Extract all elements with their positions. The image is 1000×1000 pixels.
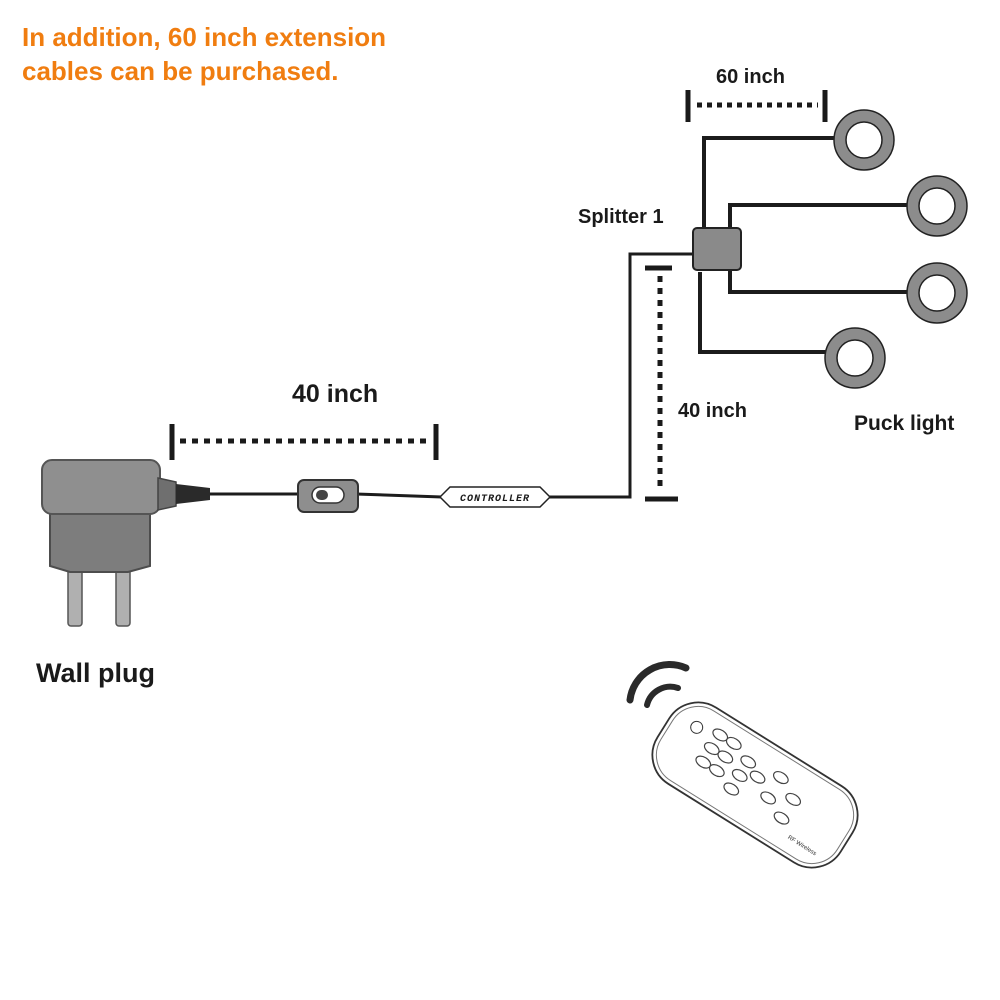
- branch-cable-4: [698, 272, 835, 354]
- label-puck-light: Puck light: [854, 412, 955, 435]
- branch-cable-2: [728, 203, 912, 232]
- extension-note-line-2: cables can be purchased.: [22, 56, 339, 86]
- splitter-box-icon: [692, 227, 742, 271]
- puck-light-icon: [824, 327, 886, 389]
- wall-plug-adapter-icon: [41, 459, 210, 627]
- branch-cable-3: [728, 270, 912, 294]
- controller-module-icon: CONTROLLER: [438, 486, 552, 508]
- puck-light-icon: [833, 109, 895, 171]
- dimension-40-inch-horizontal: [169, 424, 439, 460]
- branch-cables: [698, 136, 912, 354]
- branch-cable-1: [702, 136, 835, 232]
- puck-light-icon: [906, 175, 968, 237]
- extension-note-line-1: In addition, 60 inch extension: [22, 22, 387, 52]
- label-40-inch-horizontal: 40 inch: [292, 380, 379, 408]
- dimension-40-inch-vertical: [645, 265, 678, 502]
- extension-note: In addition, 60 inch extension cables ca…: [22, 20, 386, 88]
- label-40-inch-vertical: 40 inch: [678, 400, 747, 422]
- dimension-60-inch: [685, 90, 828, 122]
- puck-light-icon: [906, 262, 968, 324]
- puck-lights: [824, 109, 968, 389]
- inline-switch-icon: [297, 479, 359, 513]
- main-cable: [210, 252, 694, 499]
- label-splitter: Splitter 1: [578, 206, 664, 228]
- label-60-inch: 60 inch: [716, 66, 785, 88]
- label-wall-plug: Wall plug: [36, 658, 155, 688]
- controller-label: CONTROLLER: [460, 494, 530, 505]
- rf-remote-icon: RF Wireless: [651, 701, 859, 869]
- wireless-signal-icon: [626, 661, 690, 708]
